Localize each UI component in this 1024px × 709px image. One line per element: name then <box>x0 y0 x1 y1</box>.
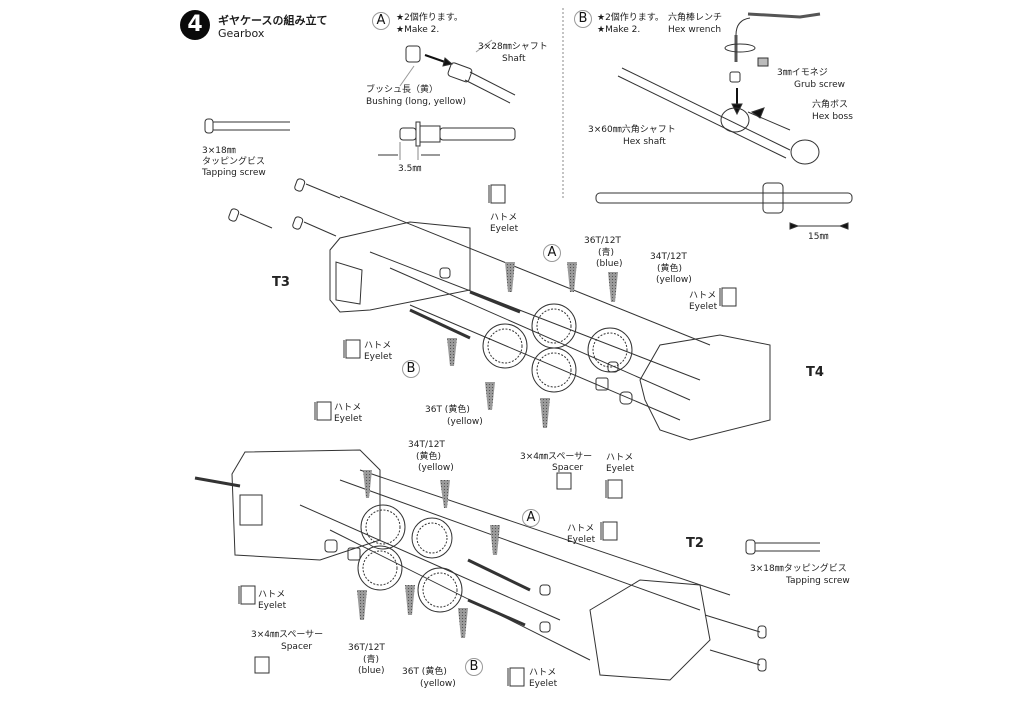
spacer-label-jp: 3×4㎜スペーサー <box>520 452 593 462</box>
gear-34t-12t-jp: (黄色) <box>416 452 442 462</box>
eyelet-label-en: Eyelet <box>490 224 519 234</box>
hex-wrench-label-en: Hex wrench <box>668 25 722 35</box>
tapping-screw-en: Tapping screw <box>786 576 850 586</box>
gear-34t-12t-teeth: 34T/12T <box>650 252 687 262</box>
gear-36t-12t-teeth: 36T/12T <box>584 236 621 246</box>
eyelet-label-en: Eyelet <box>567 535 596 545</box>
gear-36t-12t-jp: (青) <box>598 248 615 258</box>
upper-gearbox-illustration <box>204 118 771 441</box>
hex-shaft-b-side-view <box>595 182 853 230</box>
eyelet-label-jp: ハトメ <box>258 590 286 600</box>
tapping-screw-size-jp: 3×18㎜タッピングビス <box>750 564 847 574</box>
eyelet-label-en: Eyelet <box>689 302 718 312</box>
lower-gearbox-illustration <box>194 449 820 681</box>
hex-wrench-label-jp: 六角棒レンチ <box>668 13 723 23</box>
eyelet-label-jp: ハトメ <box>567 524 595 534</box>
hex-boss-label-en: Hex boss <box>812 112 853 122</box>
spacer-label-en: Spacer <box>552 463 584 473</box>
step-number-badge: 4 <box>180 10 210 40</box>
eyelet-label-en: Eyelet <box>529 679 558 689</box>
note-jp: ★2個作ります。 <box>396 13 463 23</box>
gear-36t-teeth: 36T (黄色) <box>425 405 470 415</box>
gear-36t-12t-en: (blue) <box>358 666 385 676</box>
frame-t4-label: T4 <box>806 365 824 380</box>
dimension-3-5mm: 3.5㎜ <box>398 164 422 174</box>
frame-t2-label: T2 <box>686 536 704 551</box>
grub-screw-label-en: Grub screw <box>794 80 845 90</box>
eyelet-label-jp: ハトメ <box>334 403 362 413</box>
hex-shaft-label-jp: 3×60㎜六角シャフト <box>588 125 676 135</box>
marker-a: A <box>372 12 390 30</box>
gear-36t-teeth: 36T (黄色) <box>402 667 447 677</box>
gear-34t-12t-teeth: 34T/12T <box>408 440 445 450</box>
note-jp: ★2個作ります。 <box>597 13 664 23</box>
eyelet-label-en: Eyelet <box>606 464 635 474</box>
part-icons <box>238 184 737 687</box>
shaft-a-side-view <box>378 121 516 160</box>
spacer-label-en: Spacer <box>281 642 313 652</box>
shaft-label-jp: 3×28㎜シャフト <box>478 42 548 52</box>
eyelet-label-jp: ハトメ <box>689 291 717 301</box>
bushing-label-jp: ブッシュ長（黄） <box>366 85 439 95</box>
step-title-jp: ギヤケースの組み立て <box>218 14 328 27</box>
eyelet-label-jp: ハトメ <box>606 453 634 463</box>
marker-a: A <box>522 509 540 527</box>
dimension-15mm: 15㎜ <box>808 232 829 242</box>
eyelet-label-jp: ハトメ <box>529 668 557 678</box>
gear-36t-12t-en: (blue) <box>596 259 623 269</box>
gear-36t-12t-teeth: 36T/12T <box>348 643 385 653</box>
shaft-label-en: Shaft <box>502 54 526 64</box>
eyelet-label-en: Eyelet <box>364 352 393 362</box>
gear-34t-12t-en: (yellow) <box>418 463 454 473</box>
marker-b: B <box>402 360 420 378</box>
make-two-note-b: ★2個作ります。 ★Make 2. <box>597 12 664 36</box>
eyelet-label-jp: ハトメ <box>490 213 518 223</box>
note-en: ★Make 2. <box>597 25 641 35</box>
marker-b: B <box>574 10 592 28</box>
make-two-note-a: ★2個作ります。 ★Make 2. <box>396 12 463 36</box>
gear-36t-en: (yellow) <box>420 679 456 689</box>
hex-shaft-label-en: Hex shaft <box>623 137 666 147</box>
eyelet-label-en: Eyelet <box>258 601 287 611</box>
tapping-screw-jp: タッピングビス <box>202 157 266 167</box>
shaft-a-illustration <box>399 39 516 104</box>
eyelet-label-en: Eyelet <box>334 414 363 424</box>
gear-36t-12t-jp: (青) <box>363 655 380 665</box>
gear-34t-12t-en: (yellow) <box>656 275 692 285</box>
eyelet-label-jp: ハトメ <box>364 341 392 351</box>
step-title-en: Gearbox <box>218 27 265 40</box>
hex-shaft-b-illustration <box>617 12 821 165</box>
note-en: ★Make 2. <box>396 25 440 35</box>
marker-b: B <box>465 658 483 676</box>
grease-marks <box>357 262 618 638</box>
tapping-screw-en: Tapping screw <box>202 168 266 178</box>
gear-34t-12t-jp: (黄色) <box>657 264 683 274</box>
frame-t3-label: T3 <box>272 275 290 290</box>
gear-36t-en: (yellow) <box>447 417 483 427</box>
hex-boss-label-jp: 六角ボス <box>812 100 849 110</box>
bushing-label-en: Bushing (long, yellow) <box>366 97 466 107</box>
marker-a: A <box>543 244 561 262</box>
spacer-label-jp: 3×4㎜スペーサー <box>251 630 324 640</box>
grub-screw-label-jp: 3㎜イモネジ <box>777 68 828 78</box>
tapping-screw-size: 3×18㎜ <box>202 146 236 156</box>
